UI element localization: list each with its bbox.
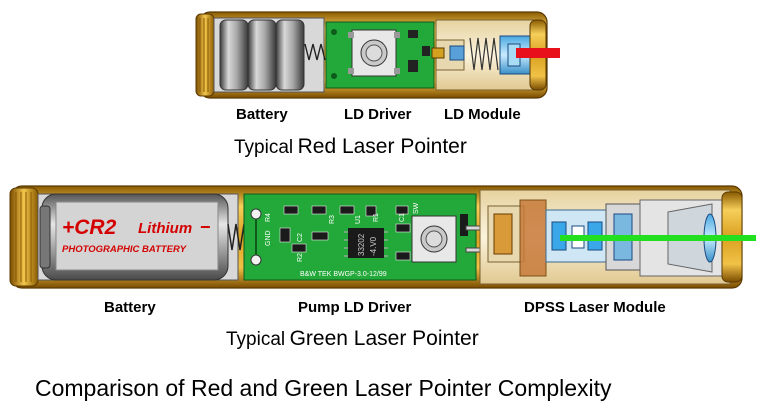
green-label-driver: Pump LD Driver: [298, 299, 412, 316]
pcb-label-r2: R2: [297, 253, 304, 262]
diagram-title: Comparison of Red and Green Laser Pointe…: [35, 375, 612, 401]
pcb-label-r4: R4: [265, 213, 272, 222]
battery-label-panel: [55, 201, 219, 271]
red-button-cells: [219, 19, 305, 91]
green-caption-prefix: Typical: [226, 329, 286, 350]
chip-marking-2: -4.V0: [369, 236, 378, 256]
battery-text-minus: −: [200, 217, 211, 237]
red-label-driver: LD Driver: [344, 106, 412, 123]
red-laser-beam: [516, 48, 560, 58]
green-label-module: DPSS Laser Module: [524, 299, 666, 316]
pcb-label-c2: C2: [297, 233, 304, 242]
red-laser-pointer: [195, 11, 560, 99]
pcb-label-sw: SW: [413, 202, 420, 214]
pcb-serial: B&W TEK BWGP-3.0-12/99: [300, 271, 387, 278]
red-battery-spring: [304, 43, 326, 61]
green-caption-main: Green Laser Pointer: [289, 327, 479, 350]
red-module-spring: [469, 37, 499, 71]
green-label-battery: Battery: [104, 299, 156, 316]
pcb-label-r3: R3: [329, 215, 336, 224]
red-pointer-end-cap: [195, 13, 215, 97]
pcb-label-c1: C1: [399, 213, 406, 222]
battery-text-photographic: PHOTOGRAPHIC BATTERY: [62, 244, 188, 255]
red-caption-main: Red Laser Pointer: [297, 135, 467, 158]
green-laser-pointer: [9, 185, 756, 289]
green-laser-beam: [560, 235, 756, 241]
green-caption: Typical Green Laser Pointer: [226, 327, 479, 351]
battery-text-cr2: +CR2: [62, 216, 117, 239]
driver-ic-chip: [348, 228, 384, 258]
red-caption-prefix: Typical: [234, 137, 294, 158]
green-pointer-end-cap: [9, 187, 39, 287]
battery-text-lithium: Lithium: [138, 220, 192, 237]
red-label-battery: Battery: [236, 106, 288, 123]
chip-marking-1: 33202: [357, 233, 366, 256]
red-label-module: LD Module: [444, 106, 521, 123]
red-caption: Typical Red Laser Pointer: [234, 135, 467, 159]
pcb-label-gnd: GND: [265, 230, 272, 246]
pcb-label-u1: U1: [355, 215, 362, 224]
pcb-label-r1: R1: [373, 213, 380, 222]
